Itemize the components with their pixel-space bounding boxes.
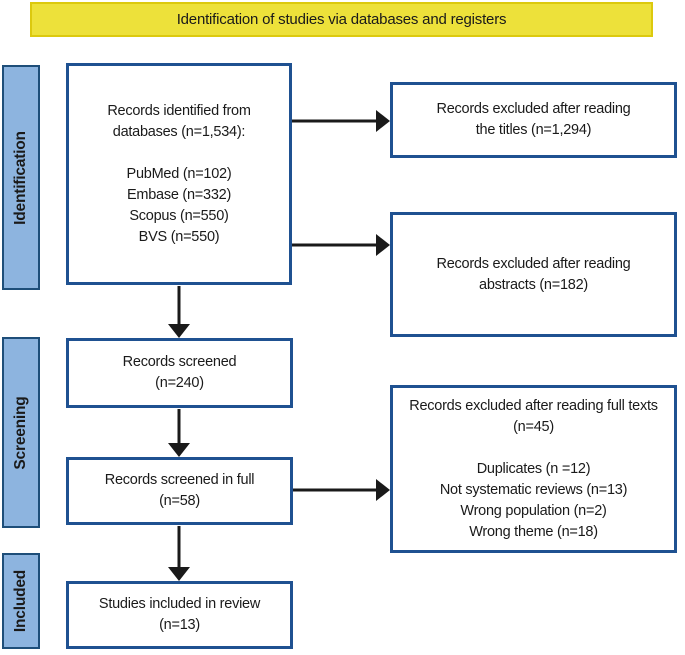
arrow-identified-to-screened <box>168 286 190 338</box>
box-excluded-full-texts: Records excluded after reading full text… <box>390 385 677 553</box>
stage-identification: Identification <box>2 65 40 290</box>
box-excluded-abstracts: Records excluded after reading abstracts… <box>390 212 677 337</box>
box-line: abstracts (n=182) <box>479 276 588 293</box>
arrow-screened-full-to-excluded-full <box>293 479 390 501</box>
arrow-identified-to-excluded-abstracts <box>292 234 390 256</box>
box-excluded-titles: Records excluded after reading the title… <box>390 82 677 158</box>
arrow-identified-to-excluded-titles <box>292 110 390 132</box>
box-line: Wrong theme (n=18) <box>469 523 598 540</box>
box-line: Records excluded after reading full text… <box>409 397 658 414</box>
box-line: (n=13) <box>159 617 200 633</box>
box-line: (n=58) <box>159 493 200 509</box>
box-line: Wrong population (n=2) <box>460 502 607 519</box>
box-records-screened: Records screened (n=240) <box>66 338 293 408</box>
box-line: Not systematic reviews (n=13) <box>439 481 628 498</box>
box-line: databases (n=1,534): <box>112 123 246 140</box>
box-line: Duplicates (n =12) <box>476 460 591 477</box>
box-records-identified: Records identified from databases (n=1,5… <box>66 63 292 285</box>
box-studies-included: Studies included in review (n=13) <box>66 581 293 649</box>
box-line: BVS (n=550) <box>138 228 220 245</box>
box-line: Studies included in review <box>98 596 261 612</box>
box-line: Embase (n=332) <box>126 186 232 203</box>
box-line: PubMed (n=102) <box>126 165 232 182</box>
box-line: Records excluded after reading <box>436 255 631 272</box>
box-line: (n=240) <box>155 375 204 391</box>
box-records-screened-in-full: Records screened in full (n=58) <box>66 457 293 525</box>
box-line: (n=45) <box>513 418 554 435</box>
box-line: Records identified from <box>107 102 251 119</box>
box-line: Records excluded after reading <box>436 101 631 117</box>
arrow-screened-full-to-included <box>168 526 190 581</box>
arrow-screened-to-screened-full <box>168 409 190 457</box>
box-line: Records screened in full <box>104 472 255 488</box>
box-line: Scopus (n=550) <box>129 207 229 224</box>
banner-title: Identification of studies via databases … <box>30 2 653 37</box>
stage-included-label: Included <box>12 569 29 633</box>
stage-screening-label: Screening <box>12 395 29 470</box>
stage-screening: Screening <box>2 337 40 528</box>
stage-included: Included <box>2 553 40 649</box>
stage-identification-label: Identification <box>12 130 29 225</box>
box-line: Records screened <box>122 354 237 370</box>
box-line: the titles (n=1,294) <box>475 122 592 138</box>
